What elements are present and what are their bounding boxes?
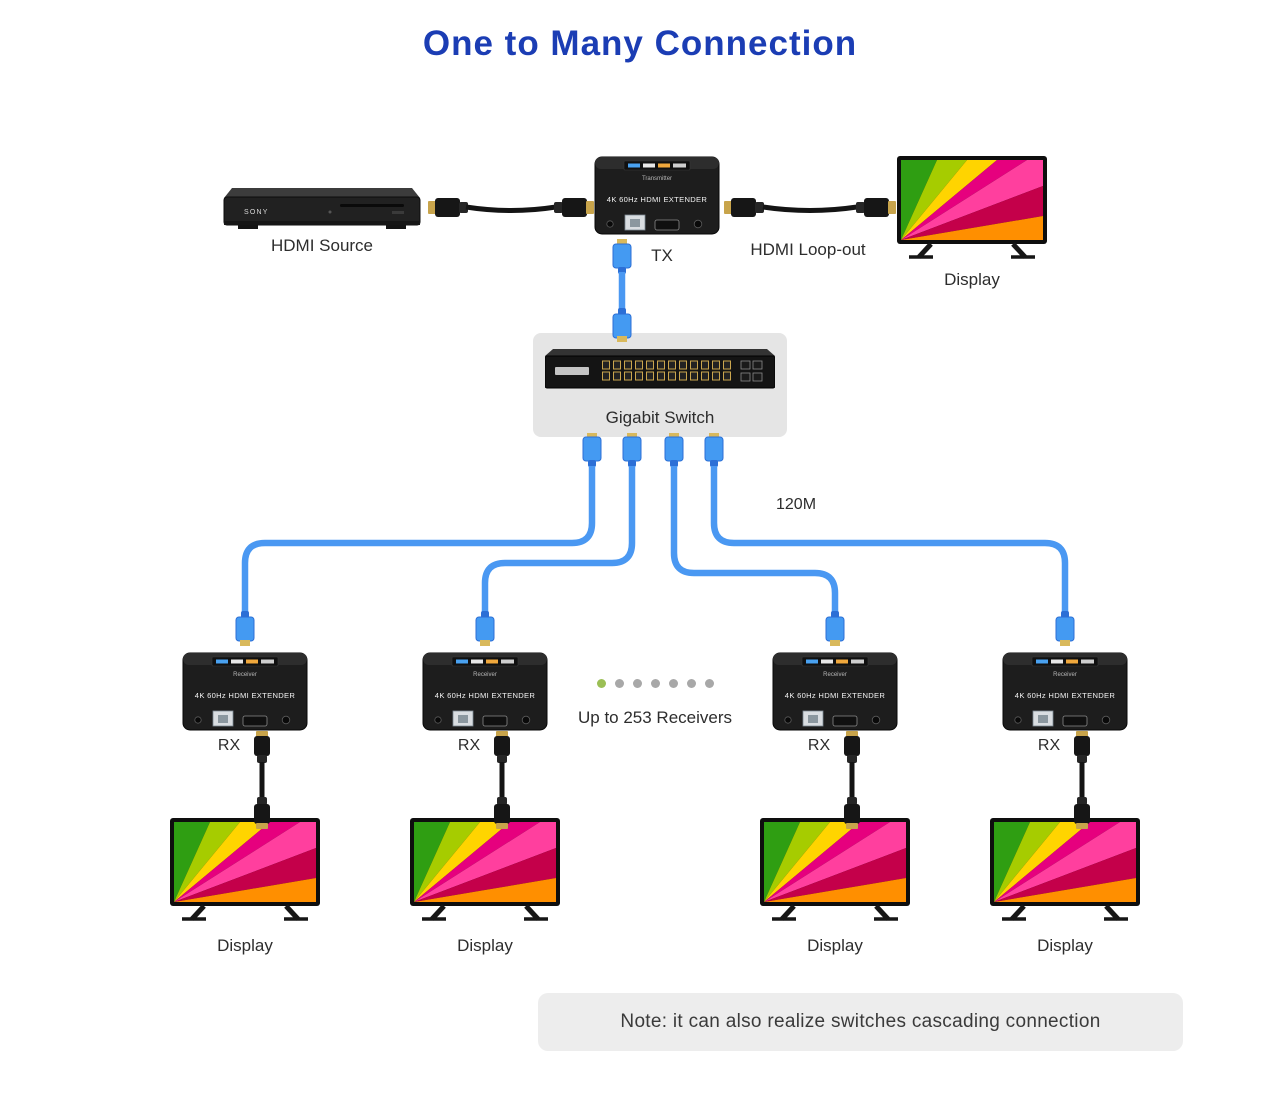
display-label-4: Display [1037, 936, 1093, 955]
extender-name-text: 4K 60Hz HDMI EXTENDER [435, 691, 536, 700]
note-box: Note: it can also realize switches casca… [538, 993, 1183, 1051]
rx-device-1: Receiver 4K 60Hz HDMI EXTENDER [182, 652, 308, 731]
hdmi-cable-rx2-display [494, 731, 510, 829]
up-to-receivers-label: Up to 253 Receivers [577, 708, 733, 727]
display-device-3 [760, 818, 910, 921]
hdmi-cable-rx3-display [844, 731, 860, 829]
ethernet-cable-switch-rx4 [704, 433, 1075, 646]
ethernet-cable-switch-rx1 [235, 433, 602, 646]
hdmi-cable-source-tx [428, 198, 594, 217]
display-device-4 [990, 818, 1140, 921]
tx-label: TX [651, 246, 673, 265]
page-title: One to Many Connection [422, 24, 858, 63]
rx-device-4: Receiver 4K 60Hz HDMI EXTENDER [1002, 652, 1128, 731]
extender-name-text: 4K 60Hz HDMI EXTENDER [195, 691, 296, 700]
ellipsis-dots [597, 679, 714, 688]
display-device-top [897, 156, 1047, 259]
hdmi-loopout-label: HDMI Loop-out [750, 240, 866, 259]
source-brand-text: SONY [244, 209, 269, 216]
rx-sub-label: Receiver [473, 672, 497, 678]
display-top-label: Display [944, 270, 1000, 289]
display-label-1: Display [217, 936, 273, 955]
display-device-1 [170, 818, 320, 921]
rx-sub-label: Receiver [823, 672, 847, 678]
tx-device: Transmitter 4K 60Hz HDMI EXTENDER [594, 156, 720, 235]
hdmi-source-label: HDMI Source [270, 236, 374, 255]
hdmi-source-device: SONY [223, 188, 421, 229]
note-text: Note: it can also realize switches casca… [620, 1011, 1101, 1032]
hdmi-cable-rx1-display [254, 731, 270, 829]
extender-name-text: 4K 60Hz HDMI EXTENDER [785, 691, 886, 700]
extender-name-text: 4K 60Hz HDMI EXTENDER [1015, 691, 1116, 700]
ethernet-cable-tx-switch [612, 239, 632, 342]
rx-device-3: Receiver 4K 60Hz HDMI EXTENDER [772, 652, 898, 731]
distance-label: 120M [776, 496, 817, 513]
hdmi-cable-tx-loopout [724, 198, 896, 217]
tx-sub-label: Transmitter [642, 176, 672, 182]
ethernet-cable-switch-rx3 [664, 433, 845, 646]
display-label-2: Display [457, 936, 513, 955]
rx-label-1: RX [217, 737, 241, 754]
rx-sub-label: Receiver [1053, 672, 1077, 678]
rx-sub-label: Receiver [233, 672, 257, 678]
extender-name-text: 4K 60Hz HDMI EXTENDER [607, 195, 708, 204]
switch-logo [555, 367, 589, 375]
rx-label-4: RX [1037, 737, 1061, 754]
gigabit-switch-label: Gigabit Switch [605, 408, 715, 427]
gigabit-switch-device [545, 349, 775, 389]
display-device-2 [410, 818, 560, 921]
hdmi-cable-rx4-display [1074, 731, 1090, 829]
display-label-3: Display [807, 936, 863, 955]
ethernet-cable-switch-rx2 [475, 433, 642, 646]
rx-label-3: RX [807, 737, 831, 754]
rx-label-2: RX [457, 737, 481, 754]
rx-device-2: Receiver 4K 60Hz HDMI EXTENDER [422, 652, 548, 731]
